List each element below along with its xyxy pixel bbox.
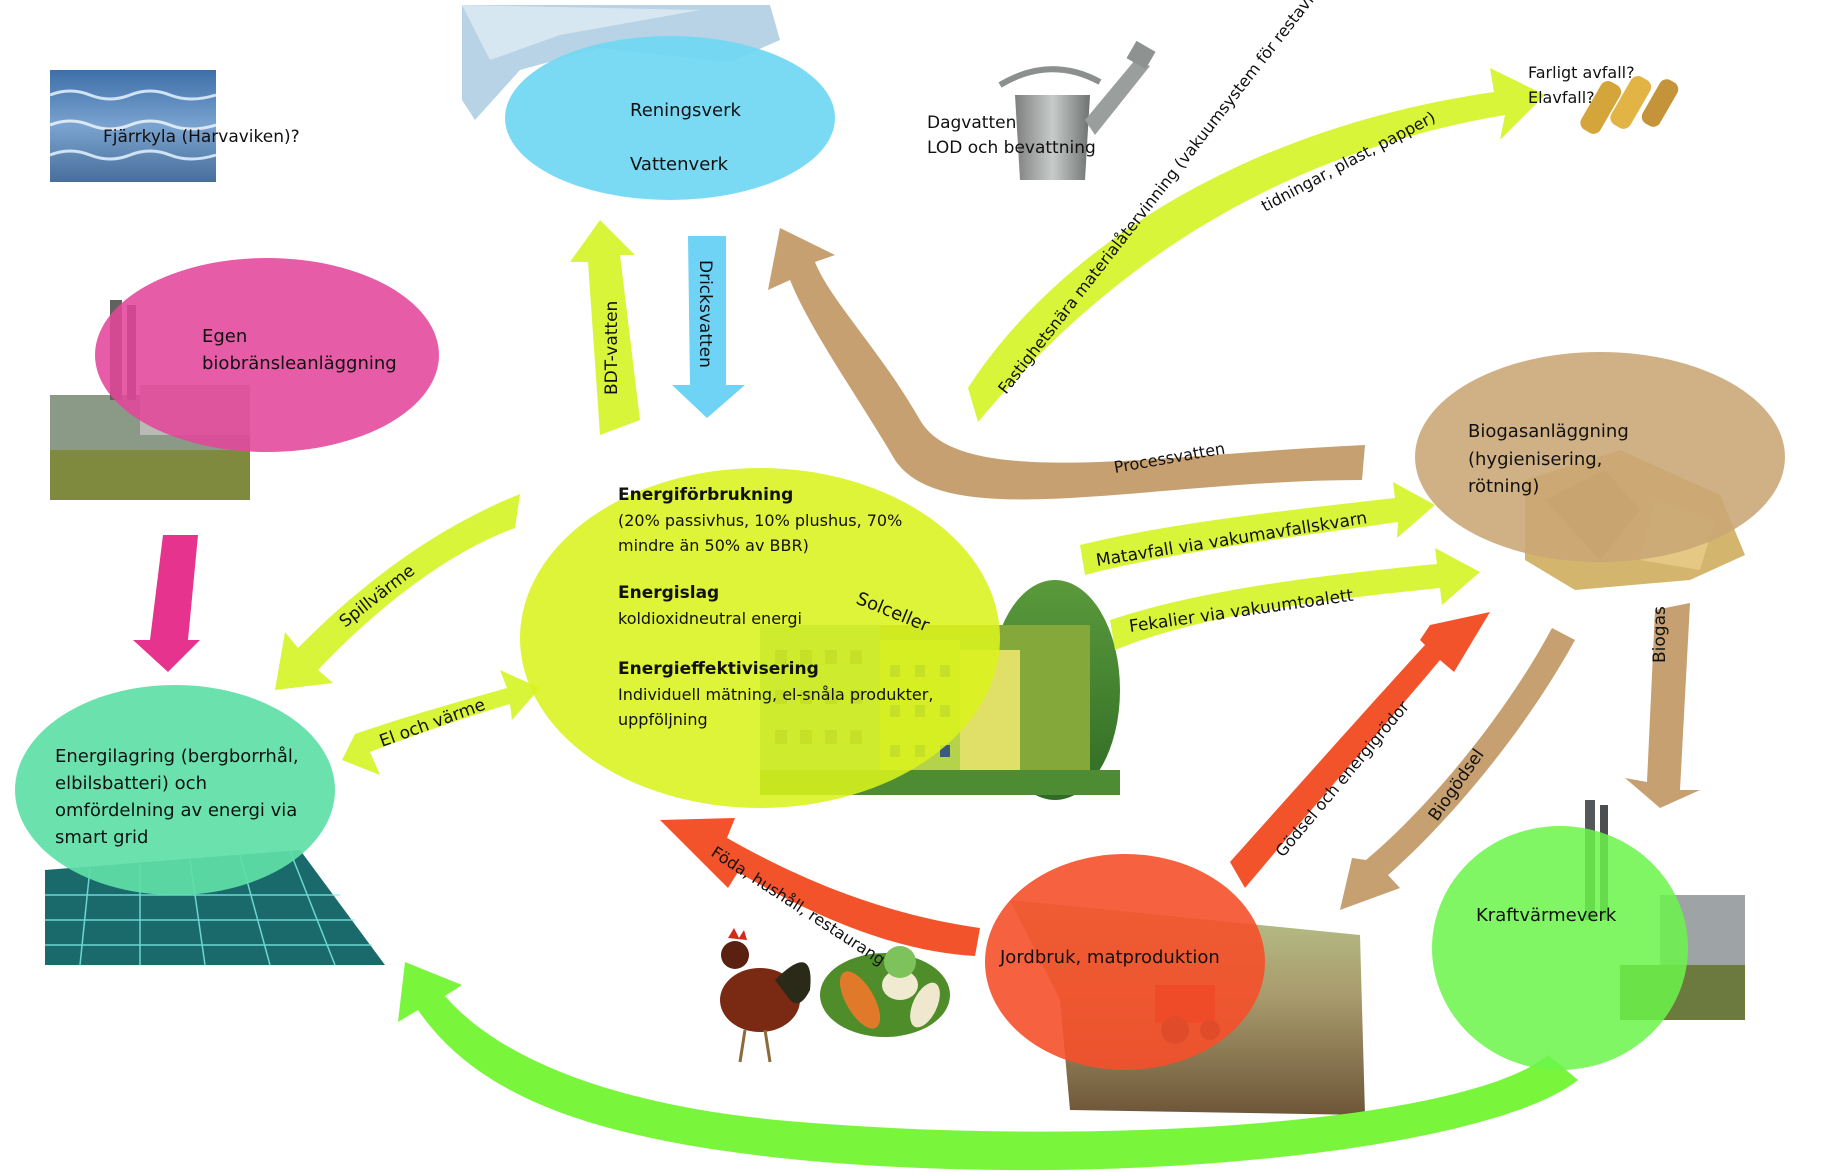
manure-crops-arrow — [1230, 612, 1490, 888]
biofuel-plant-label: biobränsleanläggning — [202, 353, 397, 374]
material-recycling-arrow — [968, 68, 1545, 422]
energy-consumption-title: Energiförbrukning — [618, 485, 793, 505]
energy-consumption-ellipse — [520, 468, 1000, 808]
manure-crops-label: Gödsel och energigrödor — [1272, 697, 1414, 861]
batteries-image — [1580, 76, 1679, 134]
energy-storage-label-2: elbilsbatteri) och — [55, 773, 207, 794]
energy-storage-ellipse — [15, 685, 335, 895]
farming-ellipse — [985, 854, 1265, 1070]
energy-storage-label-1: Energilagring (bergborrhål, — [55, 746, 299, 767]
bio-fertilizer-label: Biogödsel — [1425, 746, 1489, 825]
bdt-water-label: BDT-vatten — [602, 301, 622, 395]
chp-plant-ellipse — [1432, 826, 1688, 1070]
water-treatment-ellipse — [505, 36, 835, 200]
energy-type-title: Energislag — [618, 583, 719, 603]
power-and-heat-arrow — [342, 670, 540, 775]
drinking-water-arrow — [672, 236, 745, 418]
hazardous-waste-label: Farligt avfall? — [1528, 63, 1635, 82]
lod-irrigation-label: LOD och bevattning — [927, 138, 1096, 158]
energy-efficiency-line-1: Individuell mätning, el-snåla produkter, — [618, 685, 933, 704]
biogas-plant-label-1: Biogasanläggning — [1468, 421, 1629, 442]
own-plant-label: Egen — [202, 326, 247, 347]
farming-label: Jordbruk, matproduktion — [999, 947, 1220, 968]
district-cooling-label: Fjärrkyla (Harvaviken)? — [103, 127, 300, 147]
bdt-water-arrow — [570, 220, 640, 435]
watering-can-image — [998, 40, 1156, 180]
electronic-waste-label: Elavfall? — [1528, 88, 1595, 107]
food-waste-arrow — [1080, 482, 1435, 575]
waste-heat-label: Spillvärme — [336, 561, 419, 632]
vegetables-image — [820, 946, 950, 1037]
energy-return-arrow — [398, 962, 1578, 1171]
energy-efficiency-line-2: uppföljning — [618, 710, 708, 729]
biogas-flow-label: Biogas — [1650, 606, 1670, 663]
waste-heat-arrow — [275, 494, 520, 690]
energy-storage-label-4: smart grid — [55, 827, 148, 848]
biogas-plant-label-2: (hygienisering, — [1468, 449, 1602, 470]
biogas-plant-label-3: rötning) — [1468, 476, 1539, 497]
energy-consumption-line-2: mindre än 50% av BBR) — [618, 536, 809, 555]
biofuel-plant-ellipse — [95, 258, 439, 452]
sea-image — [49, 70, 217, 182]
biofuel-down-arrow — [133, 535, 200, 672]
stormwater-label: Dagvatten — [927, 113, 1016, 133]
energy-efficiency-title: Energieffektivisering — [618, 659, 819, 679]
food-arrow — [660, 818, 980, 956]
energy-type-text: koldioxidneutral energi — [618, 609, 802, 628]
chp-plant-label: Kraftvärmeverk — [1476, 905, 1617, 926]
water-splash-image — [462, 5, 780, 120]
rooster-image — [720, 928, 811, 1063]
biogas-arrow — [1625, 603, 1700, 808]
waterworks-label: Vattenverk — [630, 154, 729, 175]
feces-arrow — [1110, 548, 1480, 650]
sewage-plant-label: Reningsverk — [630, 100, 742, 121]
energy-storage-label-3: omfördelning av energi via — [55, 800, 297, 821]
process-water-arrow — [768, 228, 1365, 500]
bio-fertilizer-arrow — [1340, 628, 1575, 910]
energy-consumption-line-1: (20% passivhus, 10% plushus, 70% — [618, 511, 902, 530]
drinking-water-label: Dricksvatten — [695, 260, 715, 368]
biogas-plant-ellipse — [1415, 352, 1785, 562]
